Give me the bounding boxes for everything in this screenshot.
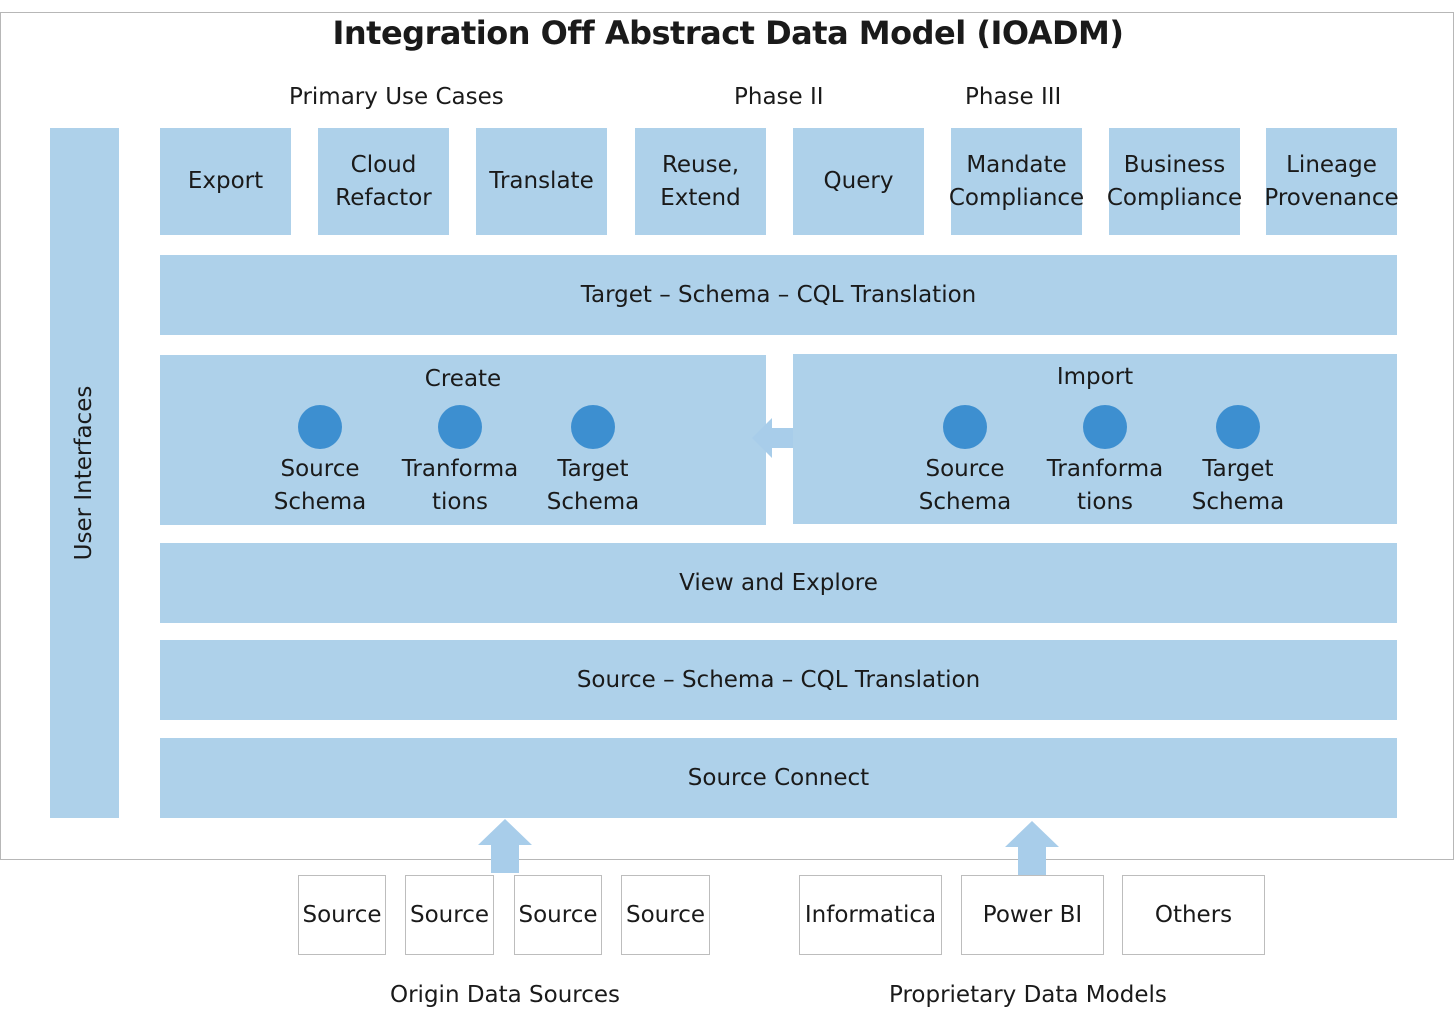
target-schema-label: Target Schema [546, 456, 640, 515]
use-case-label: Export [187, 168, 264, 194]
use-case-label: Lineage Provenance [1264, 151, 1399, 211]
use-case-label: Reuse, Extend [660, 151, 741, 211]
proprietary-model-others: Others [1122, 875, 1265, 955]
phase-label-phase-3: Phase III [965, 84, 1062, 110]
proprietary-model-power-bi: Power BI [961, 875, 1104, 955]
source-schema-label: Source Schema [273, 456, 367, 515]
user-interfaces-bar [50, 128, 119, 818]
use-case-label: Query [823, 168, 894, 194]
origin-source-label: Source [410, 902, 489, 928]
use-case-mandate-compliance: Mandate Compliance [948, 128, 1085, 235]
source-schema-label: Source Schema [918, 456, 1012, 515]
use-case-label: Mandate Compliance [948, 151, 1085, 211]
use-case-export: Export [160, 128, 291, 235]
create-panel-title: Create [424, 366, 502, 392]
use-case-query: Query [793, 128, 924, 235]
phase-label-phase-2: Phase II [734, 84, 824, 110]
origin-source-box: Source [514, 875, 602, 955]
source-schema-node [298, 405, 342, 449]
origin-source-label: Source [626, 902, 705, 928]
transformations-node [438, 405, 482, 449]
phase-label-primary: Primary Use Cases [289, 84, 504, 110]
use-case-reuse-extend: Reuse, Extend [635, 128, 766, 235]
create-panel: Create Source Schema Tranforma tions Tar… [160, 355, 766, 525]
band-source-connect: Source Connect [160, 738, 1397, 818]
origin-source-box: Source [621, 875, 710, 955]
band-label: Target – Schema – CQL Translation [580, 282, 977, 308]
diagram-frame [0, 12, 1454, 860]
import-panel-title: Import [1056, 364, 1134, 390]
transformations-label: Tranforma tions [401, 456, 519, 515]
band-target-translation: Target – Schema – CQL Translation [160, 255, 1397, 335]
band-label: View and Explore [679, 570, 878, 596]
origin-source-label: Source [302, 902, 382, 928]
use-case-label: Cloud Refactor [335, 151, 432, 211]
import-to-create-arrow [752, 418, 798, 458]
origin-source-label: Source [518, 902, 598, 928]
diagram-title: Integration Off Abstract Data Model (IOA… [332, 14, 1124, 52]
target-schema-node [1216, 405, 1260, 449]
origin-sources-up-arrow [478, 819, 532, 873]
band-label: Source – Schema – CQL Translation [576, 667, 981, 693]
band-view-explore: View and Explore [160, 543, 1397, 623]
import-panel: Import Source Schema Tranforma tions Tar… [793, 354, 1397, 524]
origin-data-sources-label: Origin Data Sources [390, 982, 621, 1008]
transformations-node [1083, 405, 1127, 449]
use-case-label: Business Compliance [1106, 151, 1243, 211]
proprietary-model-label: Informatica [804, 902, 937, 928]
origin-source-box: Source [405, 875, 494, 955]
use-case-business-compliance: Business Compliance [1106, 128, 1243, 235]
use-case-cloud-refactor: Cloud Refactor [318, 128, 449, 235]
use-case-label: Translate [489, 168, 594, 194]
proprietary-data-models-label: Proprietary Data Models [889, 982, 1167, 1008]
source-schema-node [943, 405, 987, 449]
proprietary-model-label: Power BI [982, 902, 1083, 928]
band-source-translation: Source – Schema – CQL Translation [160, 640, 1397, 720]
target-schema-label: Target Schema [1191, 456, 1285, 515]
proprietary-model-informatica: Informatica [799, 875, 942, 955]
use-case-translate: Translate [476, 128, 607, 235]
proprietary-models-up-arrow [1005, 821, 1059, 875]
band-label: Source Connect [687, 765, 870, 791]
transformations-label: Tranforma tions [1046, 456, 1164, 515]
origin-source-box: Source [298, 875, 386, 955]
target-schema-node [571, 405, 615, 449]
proprietary-model-label: Others [1154, 902, 1233, 928]
use-case-lineage-provenance: Lineage Provenance [1264, 128, 1399, 235]
user-interfaces-label: User Interfaces [71, 385, 97, 561]
